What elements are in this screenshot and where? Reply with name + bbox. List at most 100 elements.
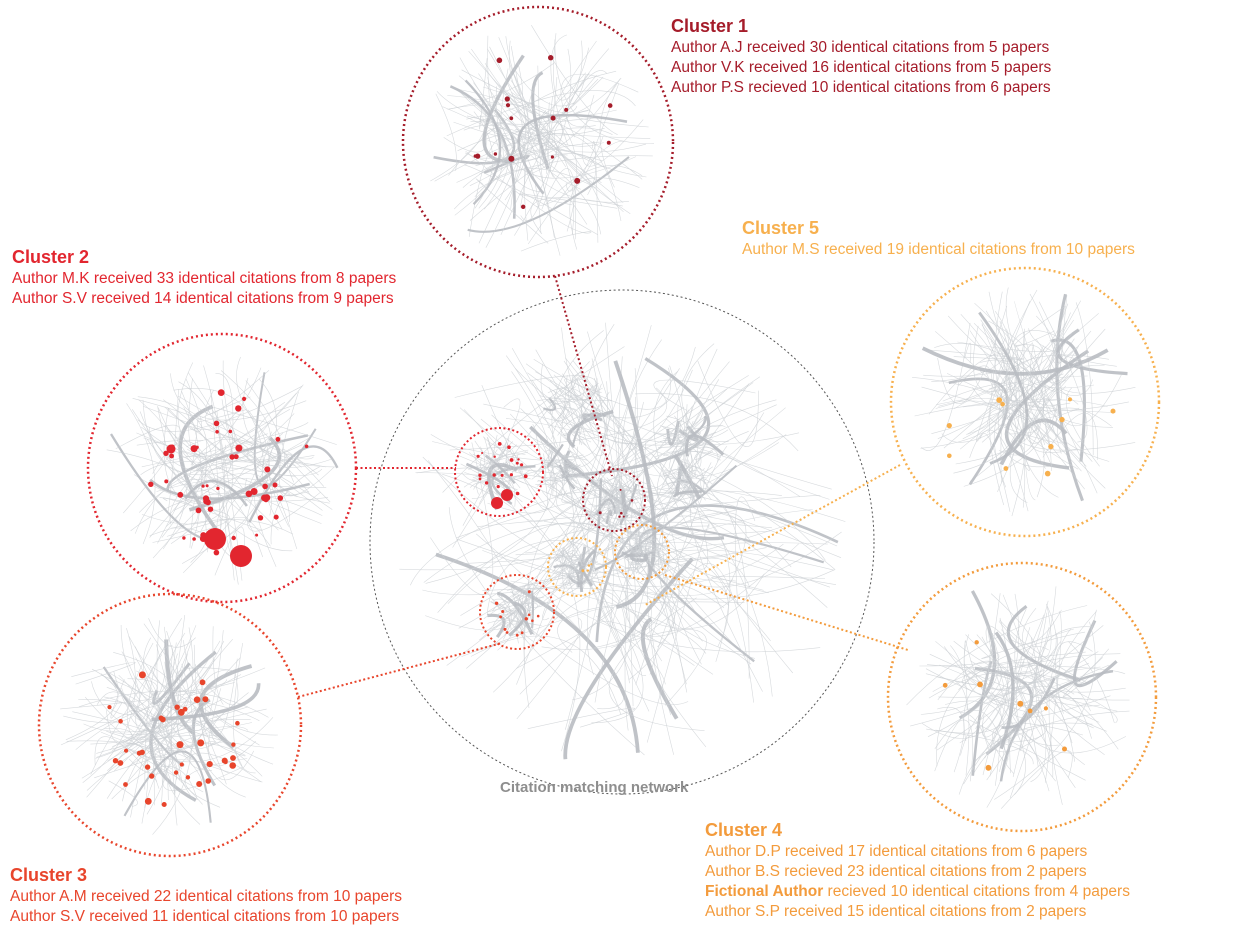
network-edge xyxy=(544,445,584,458)
network-edge xyxy=(558,450,647,676)
network-edge xyxy=(499,601,550,617)
author-name-bold: Fictional Author xyxy=(705,882,824,900)
network-edge xyxy=(548,358,606,457)
zoom-edge xyxy=(188,630,224,731)
network-node xyxy=(493,455,496,458)
zoom-edges xyxy=(60,25,1136,835)
zoom-edge xyxy=(144,726,249,743)
network-node xyxy=(216,486,220,491)
zoom-edge xyxy=(906,605,1088,706)
network-node xyxy=(1027,708,1033,714)
network-edge xyxy=(659,407,704,435)
zoom-edge xyxy=(998,344,1049,468)
network-edge xyxy=(604,478,639,494)
network-node xyxy=(946,423,952,429)
network-node xyxy=(607,103,613,108)
network-node xyxy=(163,450,169,456)
network-edge xyxy=(582,560,596,577)
network-node xyxy=(536,614,540,618)
zoom-edge xyxy=(932,662,1091,712)
zoom-edge xyxy=(599,82,617,188)
network-node xyxy=(508,155,515,162)
network-edge xyxy=(590,509,737,580)
network-edge xyxy=(555,451,578,467)
cluster-4-line: Author D.P received 17 identical citatio… xyxy=(705,842,1088,860)
zoom-edge xyxy=(96,734,218,754)
network-node xyxy=(620,511,623,515)
cluster-4-line: Author B.S recieved 23 identical citatio… xyxy=(705,862,1087,880)
zoom-edge xyxy=(176,653,223,750)
network-node xyxy=(264,466,271,473)
network-edge xyxy=(416,467,842,558)
zoom-edge xyxy=(465,150,592,234)
zoom-edge xyxy=(142,399,329,502)
network-edge xyxy=(636,545,656,568)
zoom-edge xyxy=(964,342,972,364)
network-edge xyxy=(619,483,638,526)
network-edge xyxy=(670,472,686,482)
network-edge xyxy=(649,563,754,703)
network-node xyxy=(235,444,243,452)
network-edge xyxy=(673,512,747,596)
cluster-1-line: Author A.J received 30 identical citatio… xyxy=(671,38,1050,56)
zoom-edge xyxy=(1015,343,1046,469)
zoom-edge xyxy=(1055,293,1084,502)
network-edge xyxy=(636,552,649,563)
zoom-edge xyxy=(147,706,249,761)
cluster-2-line: Author S.V received 14 identical citatio… xyxy=(12,289,394,307)
network-node xyxy=(235,405,242,412)
zoom-edge xyxy=(485,80,526,248)
network-edge xyxy=(454,375,598,409)
network-node xyxy=(196,781,203,787)
network-node xyxy=(481,452,484,454)
network-edge xyxy=(550,401,570,417)
network-node xyxy=(509,116,514,121)
zoom-edge xyxy=(205,370,270,415)
network-node xyxy=(1044,470,1051,477)
hub-node xyxy=(491,497,503,509)
network-edge xyxy=(650,537,660,547)
zoom-edge xyxy=(186,384,304,458)
network-edge xyxy=(463,409,630,684)
network-edge xyxy=(610,503,619,528)
zoom-edge xyxy=(162,764,243,791)
zoom-edge xyxy=(1055,641,1093,714)
zoom-edge xyxy=(130,745,155,818)
zoom-edge xyxy=(186,437,312,497)
zoom-edge xyxy=(999,619,1090,685)
cluster-3-line: Author A.M received 22 identical citatio… xyxy=(10,887,403,905)
zoom-edge xyxy=(184,479,248,507)
network-edge xyxy=(578,379,609,433)
cluster-3-connector xyxy=(297,642,503,698)
network-edge xyxy=(573,464,581,469)
zoom-edge xyxy=(100,664,206,751)
zoom-edge xyxy=(246,392,297,461)
network-node xyxy=(497,442,502,446)
zoom-edge xyxy=(527,141,624,245)
zoom-edge xyxy=(78,699,172,815)
network-node xyxy=(228,429,233,434)
zoom-edge xyxy=(141,426,322,524)
cluster-2-title: Cluster 2 xyxy=(12,247,90,267)
network-edge xyxy=(696,466,713,478)
cluster-3-zoom xyxy=(37,592,303,858)
zoom-edge xyxy=(937,305,1008,404)
network-edge xyxy=(579,549,596,593)
zoom-edge xyxy=(163,399,212,471)
network-node xyxy=(255,533,259,537)
network-edge xyxy=(486,437,504,465)
network-node xyxy=(630,499,634,502)
network-edge xyxy=(516,618,583,720)
network-node xyxy=(947,453,952,459)
network-edge xyxy=(658,515,828,639)
network-edge xyxy=(685,434,725,457)
zoom-edge xyxy=(985,625,1015,649)
zoom-edge xyxy=(1030,344,1110,462)
network-edge xyxy=(690,482,706,501)
zoom-edge xyxy=(94,736,158,782)
network-node xyxy=(500,473,504,477)
zoom-edge xyxy=(164,626,246,798)
zoom-edge xyxy=(84,696,274,763)
zoom-edge xyxy=(96,691,176,793)
network-edge xyxy=(684,432,705,444)
